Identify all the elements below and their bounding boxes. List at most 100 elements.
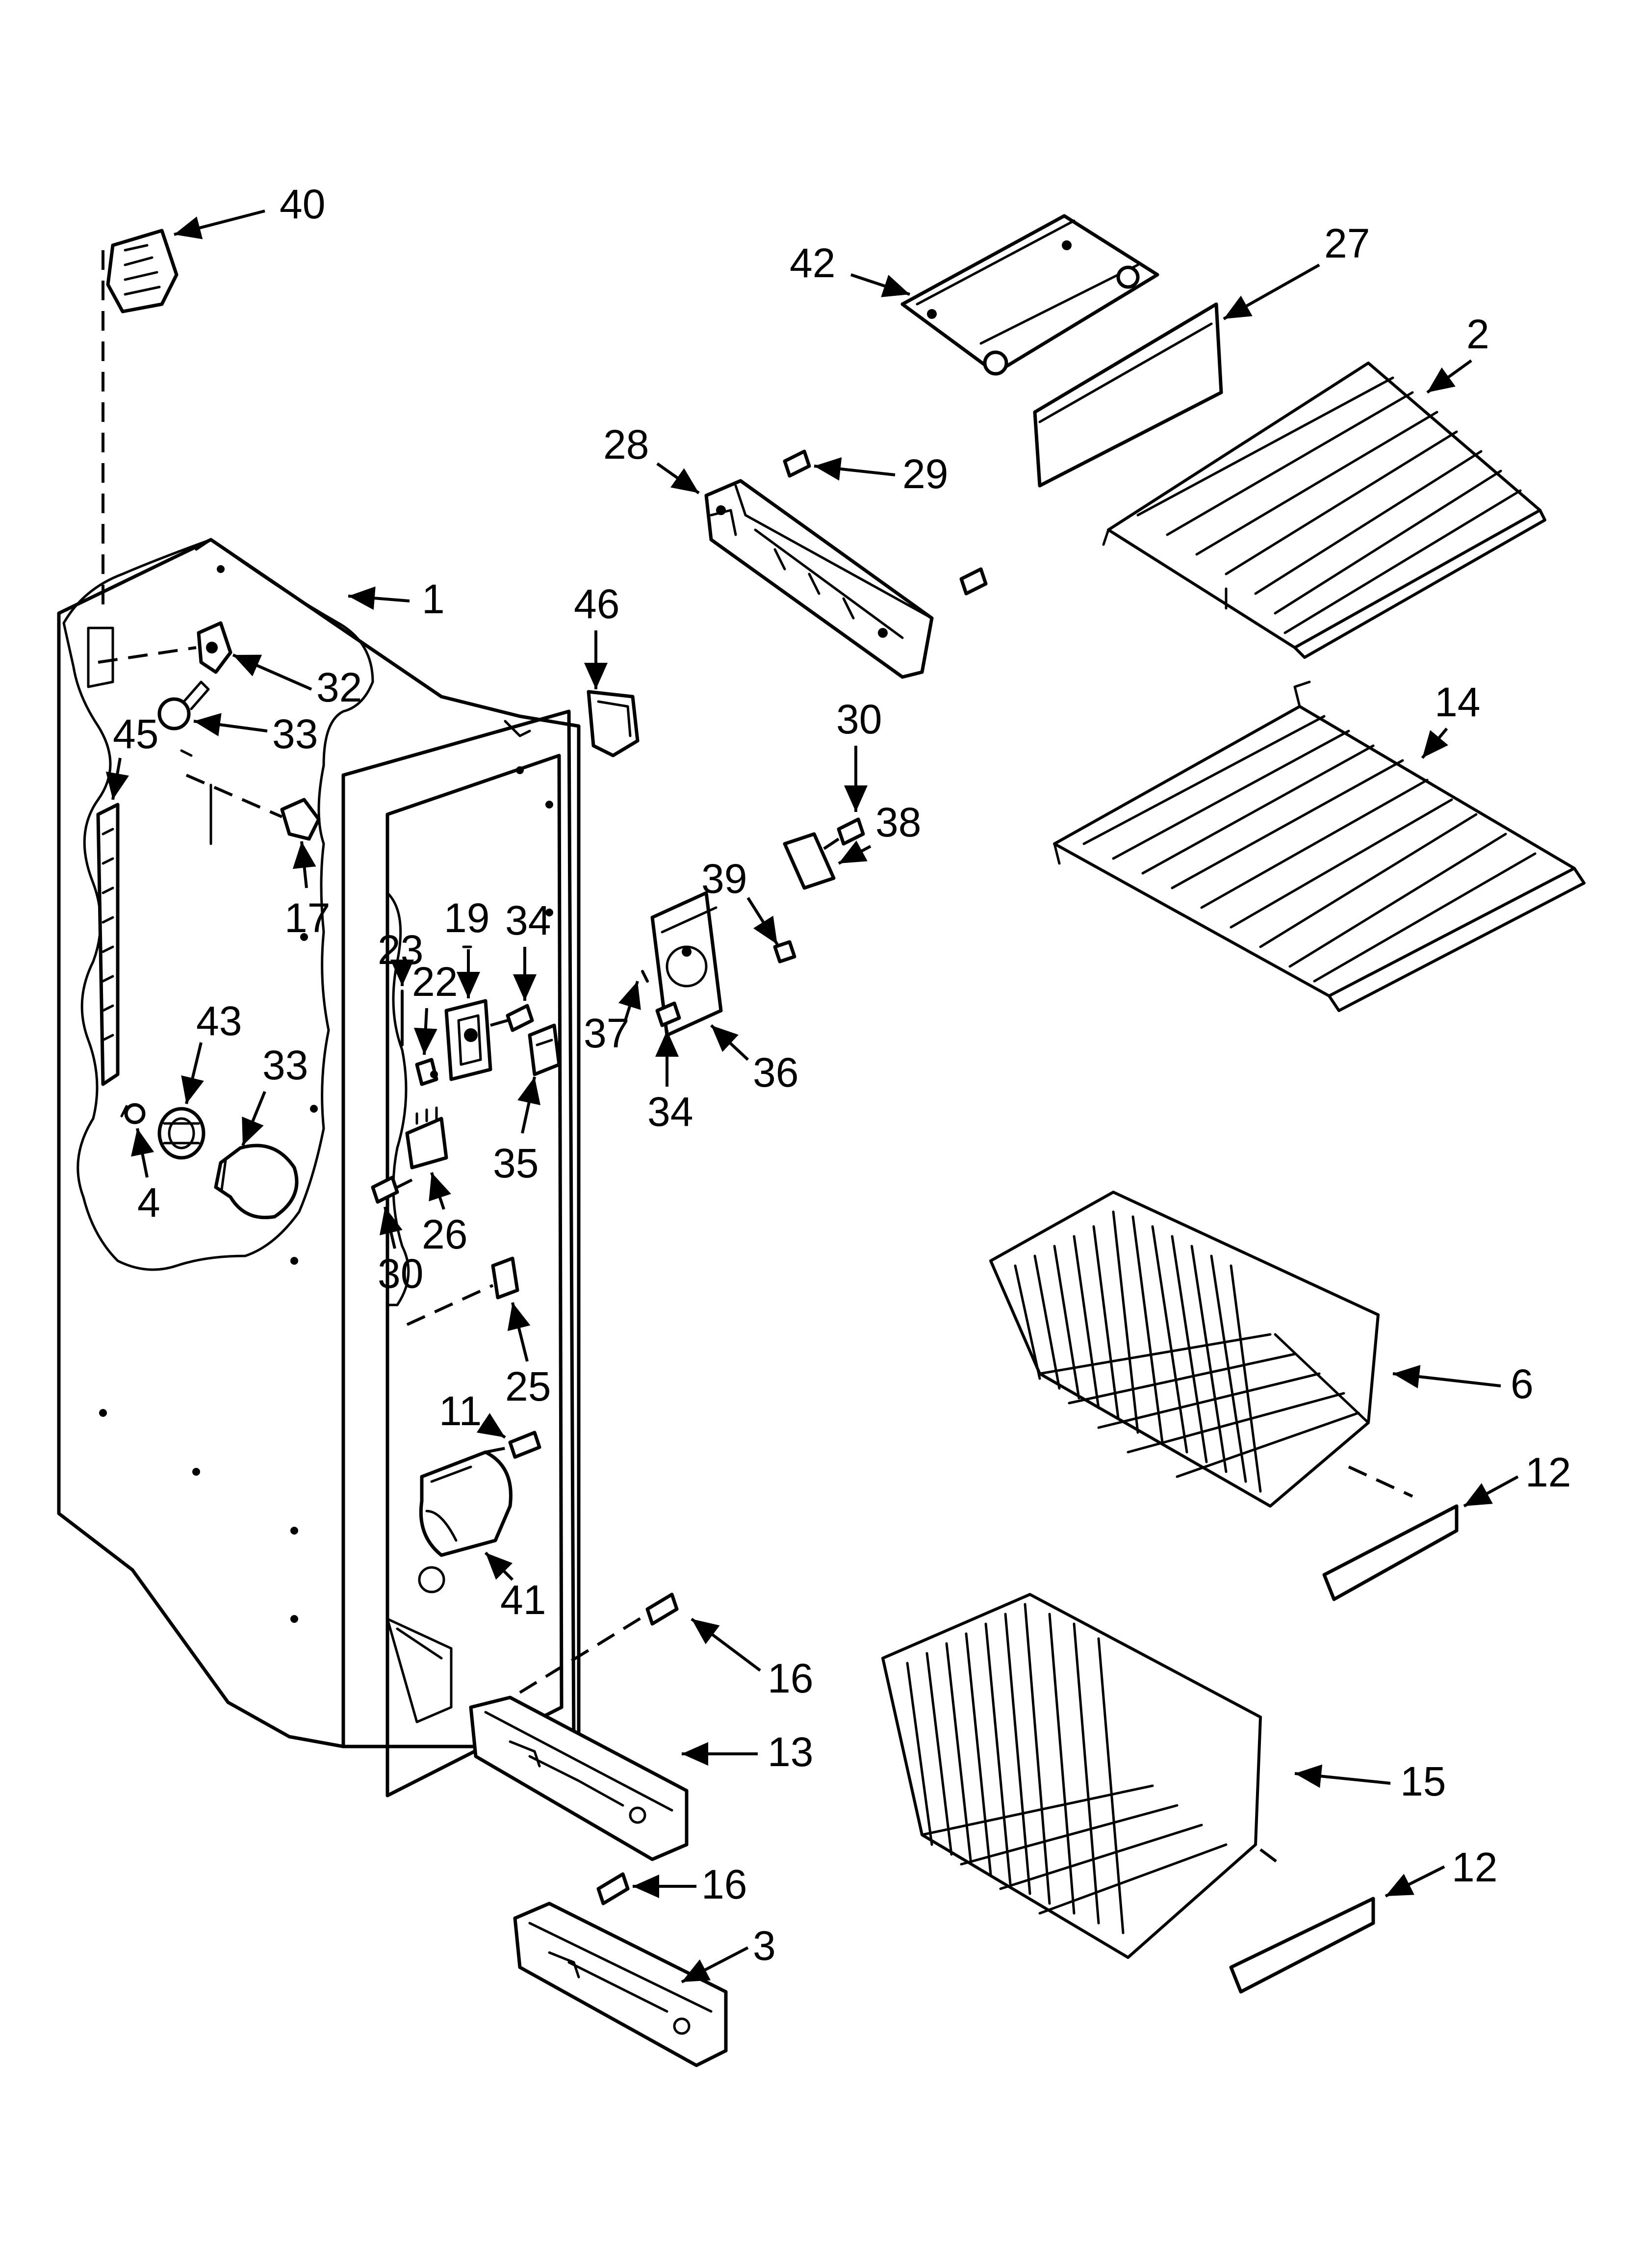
callout-30: 30 bbox=[836, 696, 882, 812]
part-33-bulb-large bbox=[214, 1144, 299, 1220]
leader-line bbox=[484, 1551, 514, 1581]
part-3-grille-lower bbox=[513, 1902, 728, 2067]
part-2-wire-shelf bbox=[1102, 362, 1546, 659]
leader-line bbox=[618, 981, 641, 1021]
part-6-upper-basket bbox=[989, 1191, 1380, 1508]
callout-14: 14 bbox=[1421, 679, 1480, 759]
leader-line bbox=[710, 1024, 749, 1061]
callout-number: 33 bbox=[272, 711, 318, 757]
part-16-screw-upper bbox=[645, 1592, 679, 1626]
callout-number: 46 bbox=[574, 581, 619, 627]
part-25-switch bbox=[406, 1256, 519, 1326]
callout-25: 25 bbox=[505, 1302, 551, 1409]
leader-line bbox=[656, 462, 700, 495]
part-35-clip bbox=[528, 1023, 561, 1076]
callout-28: 28 bbox=[603, 421, 700, 495]
leader-line bbox=[1294, 1764, 1391, 1788]
callout-number: 30 bbox=[836, 696, 882, 742]
part-29-screws bbox=[783, 449, 988, 596]
callout-number: 16 bbox=[768, 1655, 813, 1701]
part-34-screw-damper bbox=[655, 1001, 681, 1027]
callout-number: 34 bbox=[505, 897, 551, 943]
part-27-panel bbox=[1033, 302, 1223, 488]
leader-line bbox=[181, 1042, 204, 1104]
callout-number: 17 bbox=[284, 895, 330, 941]
leader-line bbox=[691, 1617, 761, 1672]
part-15-lower-basket bbox=[881, 1593, 1262, 1959]
leader-line bbox=[174, 209, 265, 239]
callout-35: 35 bbox=[493, 1076, 540, 1186]
leader-line bbox=[814, 457, 896, 481]
part-32-bracket bbox=[87, 621, 232, 688]
leader-line bbox=[1421, 728, 1449, 759]
part-4-screw bbox=[120, 1103, 146, 1124]
callout-number: 29 bbox=[902, 451, 948, 497]
part-17-clip bbox=[180, 749, 321, 845]
leader-line bbox=[380, 1206, 403, 1249]
callout-number: 34 bbox=[647, 1089, 693, 1135]
leader-line bbox=[507, 1302, 531, 1362]
leader-line bbox=[1223, 263, 1320, 320]
leader-line bbox=[413, 1008, 437, 1055]
callout-number: 36 bbox=[753, 1049, 798, 1095]
callout-number: 33 bbox=[262, 1042, 308, 1088]
callout-number: 40 bbox=[280, 181, 325, 227]
callout-number: 13 bbox=[768, 1729, 813, 1775]
callout-6: 6 bbox=[1392, 1361, 1534, 1407]
callout-13: 13 bbox=[682, 1729, 813, 1775]
leader-line bbox=[292, 841, 316, 888]
part-36-damper bbox=[650, 891, 723, 1037]
callout-41: 41 bbox=[484, 1551, 546, 1623]
freezer-liner-cabinet bbox=[57, 538, 581, 1798]
callout-32: 32 bbox=[232, 653, 362, 710]
leader-line bbox=[241, 1091, 266, 1147]
callout-number: 23 bbox=[378, 927, 423, 973]
callout-33: 33 bbox=[241, 1042, 308, 1147]
leader-line bbox=[517, 1076, 540, 1134]
part-14-wire-shelf bbox=[1053, 680, 1586, 1012]
callout-26: 26 bbox=[422, 1172, 467, 1257]
callout-29: 29 bbox=[814, 451, 948, 497]
callout-42: 42 bbox=[790, 240, 910, 297]
part-30-screw-lower bbox=[371, 1175, 413, 1204]
callout-number: 11 bbox=[439, 1388, 482, 1434]
callout-2: 2 bbox=[1426, 311, 1489, 394]
callout-45: 45 bbox=[105, 711, 158, 800]
callout-12: 12 bbox=[1385, 1844, 1497, 1898]
callout-22: 22 bbox=[412, 959, 458, 1055]
part-11-screw bbox=[485, 1431, 541, 1459]
leader-line bbox=[348, 586, 410, 610]
leader-line bbox=[429, 1172, 451, 1210]
leader-line bbox=[850, 273, 910, 297]
part-33-bulb-small bbox=[157, 680, 210, 730]
callout-number: 6 bbox=[1511, 1361, 1534, 1407]
callout-number: 25 bbox=[505, 1363, 551, 1409]
callout-number: 19 bbox=[444, 895, 489, 941]
callout-number: 1 bbox=[422, 576, 445, 622]
callout-36: 36 bbox=[710, 1024, 798, 1095]
part-46-clip bbox=[587, 690, 640, 757]
leader-line bbox=[131, 1128, 154, 1178]
callout-37: 37 bbox=[584, 981, 641, 1056]
callout-4: 4 bbox=[131, 1128, 160, 1225]
callout-number: 45 bbox=[113, 711, 158, 757]
part-16-screw-lower bbox=[596, 1872, 630, 1905]
callout-12: 12 bbox=[1463, 1449, 1571, 1508]
callout-number: 37 bbox=[584, 1010, 629, 1056]
callout-40: 40 bbox=[174, 181, 325, 239]
part-22-switch bbox=[415, 1058, 438, 1086]
callout-number: 32 bbox=[316, 664, 362, 710]
part-41-cover bbox=[418, 1450, 513, 1593]
part-34-screw-upper bbox=[490, 1004, 534, 1032]
part-12-bracket-lower bbox=[1229, 1848, 1375, 1994]
part-19-control-box bbox=[444, 945, 492, 1081]
part-26-board bbox=[405, 1106, 448, 1170]
callout-number: 16 bbox=[701, 1861, 747, 1907]
callout-number: 41 bbox=[500, 1577, 546, 1623]
leader-line bbox=[476, 1413, 506, 1439]
callout-number: 30 bbox=[378, 1251, 423, 1297]
callout-43: 43 bbox=[181, 998, 242, 1104]
callout-number: 12 bbox=[1452, 1844, 1497, 1890]
